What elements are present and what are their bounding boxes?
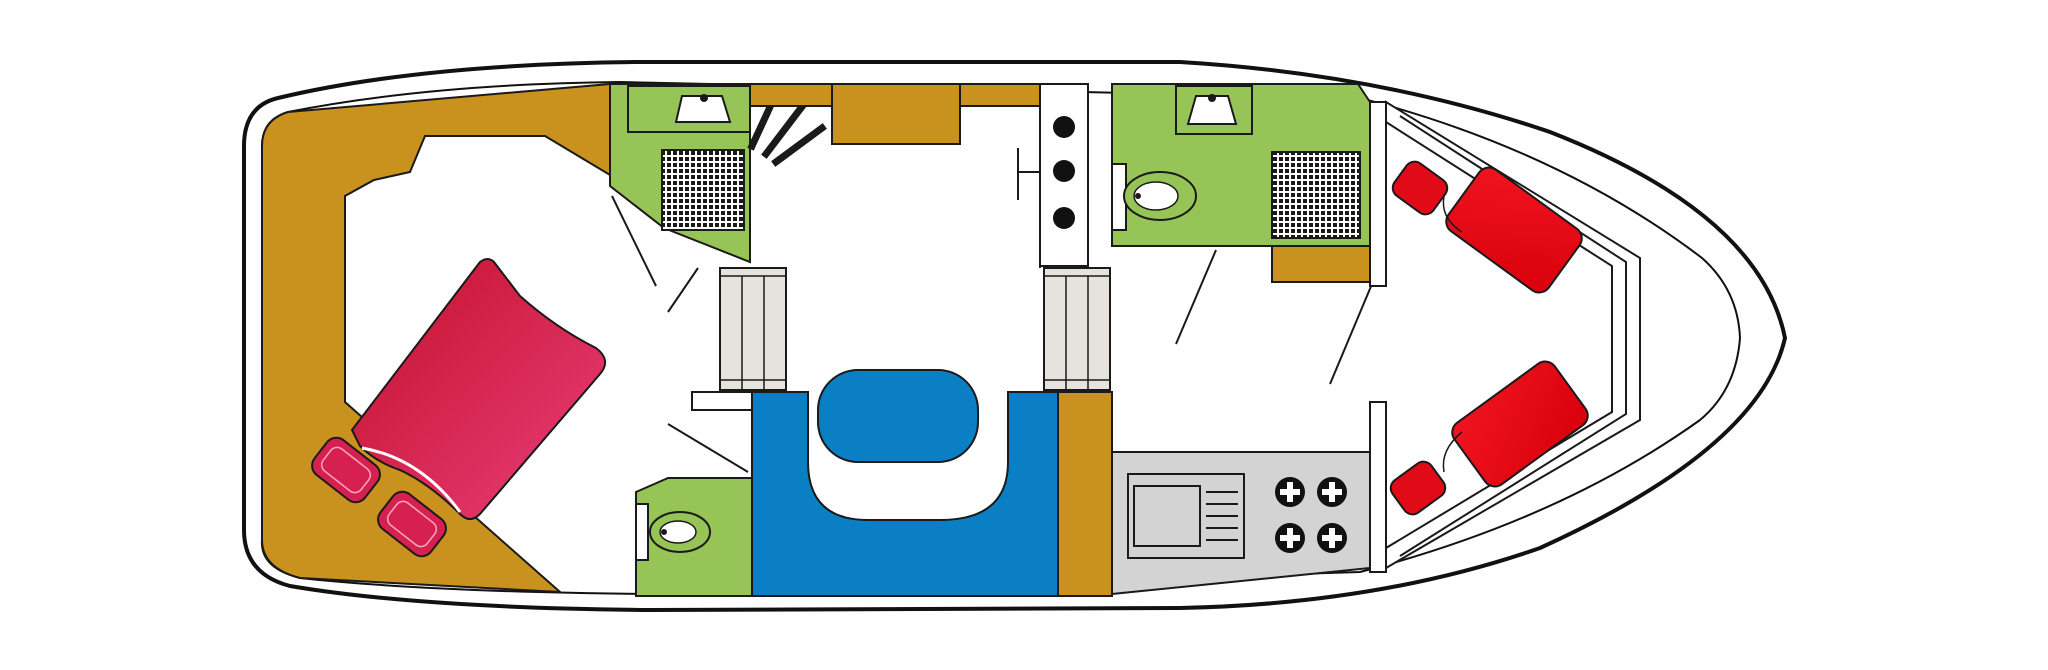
forward-cabinet	[1271, 245, 1371, 283]
saloon-side-cabinet	[1057, 391, 1113, 597]
berth-divider	[1442, 195, 1463, 233]
gauge-icon	[1053, 116, 1075, 138]
cabin-door-swing	[667, 267, 699, 313]
dining-table	[817, 369, 979, 463]
bulkhead-post	[1369, 401, 1387, 573]
aft-toilet	[635, 477, 753, 597]
gauge-icon	[1053, 160, 1075, 182]
gauge-icon	[1053, 207, 1075, 229]
saloon	[751, 369, 1113, 597]
bed-fold-line	[361, 446, 462, 513]
galley	[1111, 451, 1371, 596]
forward-washroom	[1111, 83, 1373, 385]
hob-icon	[1275, 477, 1347, 553]
double-bed-icon	[350, 258, 607, 520]
stairs-icon	[1043, 267, 1111, 391]
cabin-door-swing	[1175, 249, 1217, 345]
partition-walls	[749, 84, 1113, 268]
aft-cabin	[261, 82, 749, 594]
forward-cabin	[1369, 100, 1641, 573]
berth-divider	[1442, 431, 1463, 473]
stairs-icon	[719, 267, 787, 391]
u-shaped-seating	[751, 391, 1059, 597]
washbasin-icon	[1186, 95, 1238, 125]
aft-washroom	[609, 83, 827, 264]
drainer-lines	[1206, 491, 1238, 541]
shower-tray-icon	[661, 149, 745, 231]
single-berth-bed-icon	[1445, 166, 1583, 294]
pillow-icon	[311, 436, 381, 504]
step-landing	[691, 391, 753, 411]
saloon-top-cabinets	[749, 83, 1041, 145]
cabin-door-swing	[667, 423, 749, 473]
helm	[1017, 83, 1089, 267]
pillow-icon	[1389, 460, 1447, 516]
pillow-icon	[377, 490, 447, 558]
steering-wheel-icon	[1017, 148, 1040, 200]
cabin-door-swing	[611, 195, 657, 287]
saloon-cabinet	[831, 83, 961, 145]
pillow-icon	[1391, 160, 1449, 216]
washbasin-icon	[674, 95, 732, 123]
shower-tray-icon	[1271, 151, 1361, 239]
cabin-door-swing	[1329, 283, 1373, 385]
bulkhead-post	[1369, 101, 1387, 287]
single-berth-bed-icon	[1451, 360, 1589, 488]
v-berth-frame	[1385, 100, 1641, 570]
